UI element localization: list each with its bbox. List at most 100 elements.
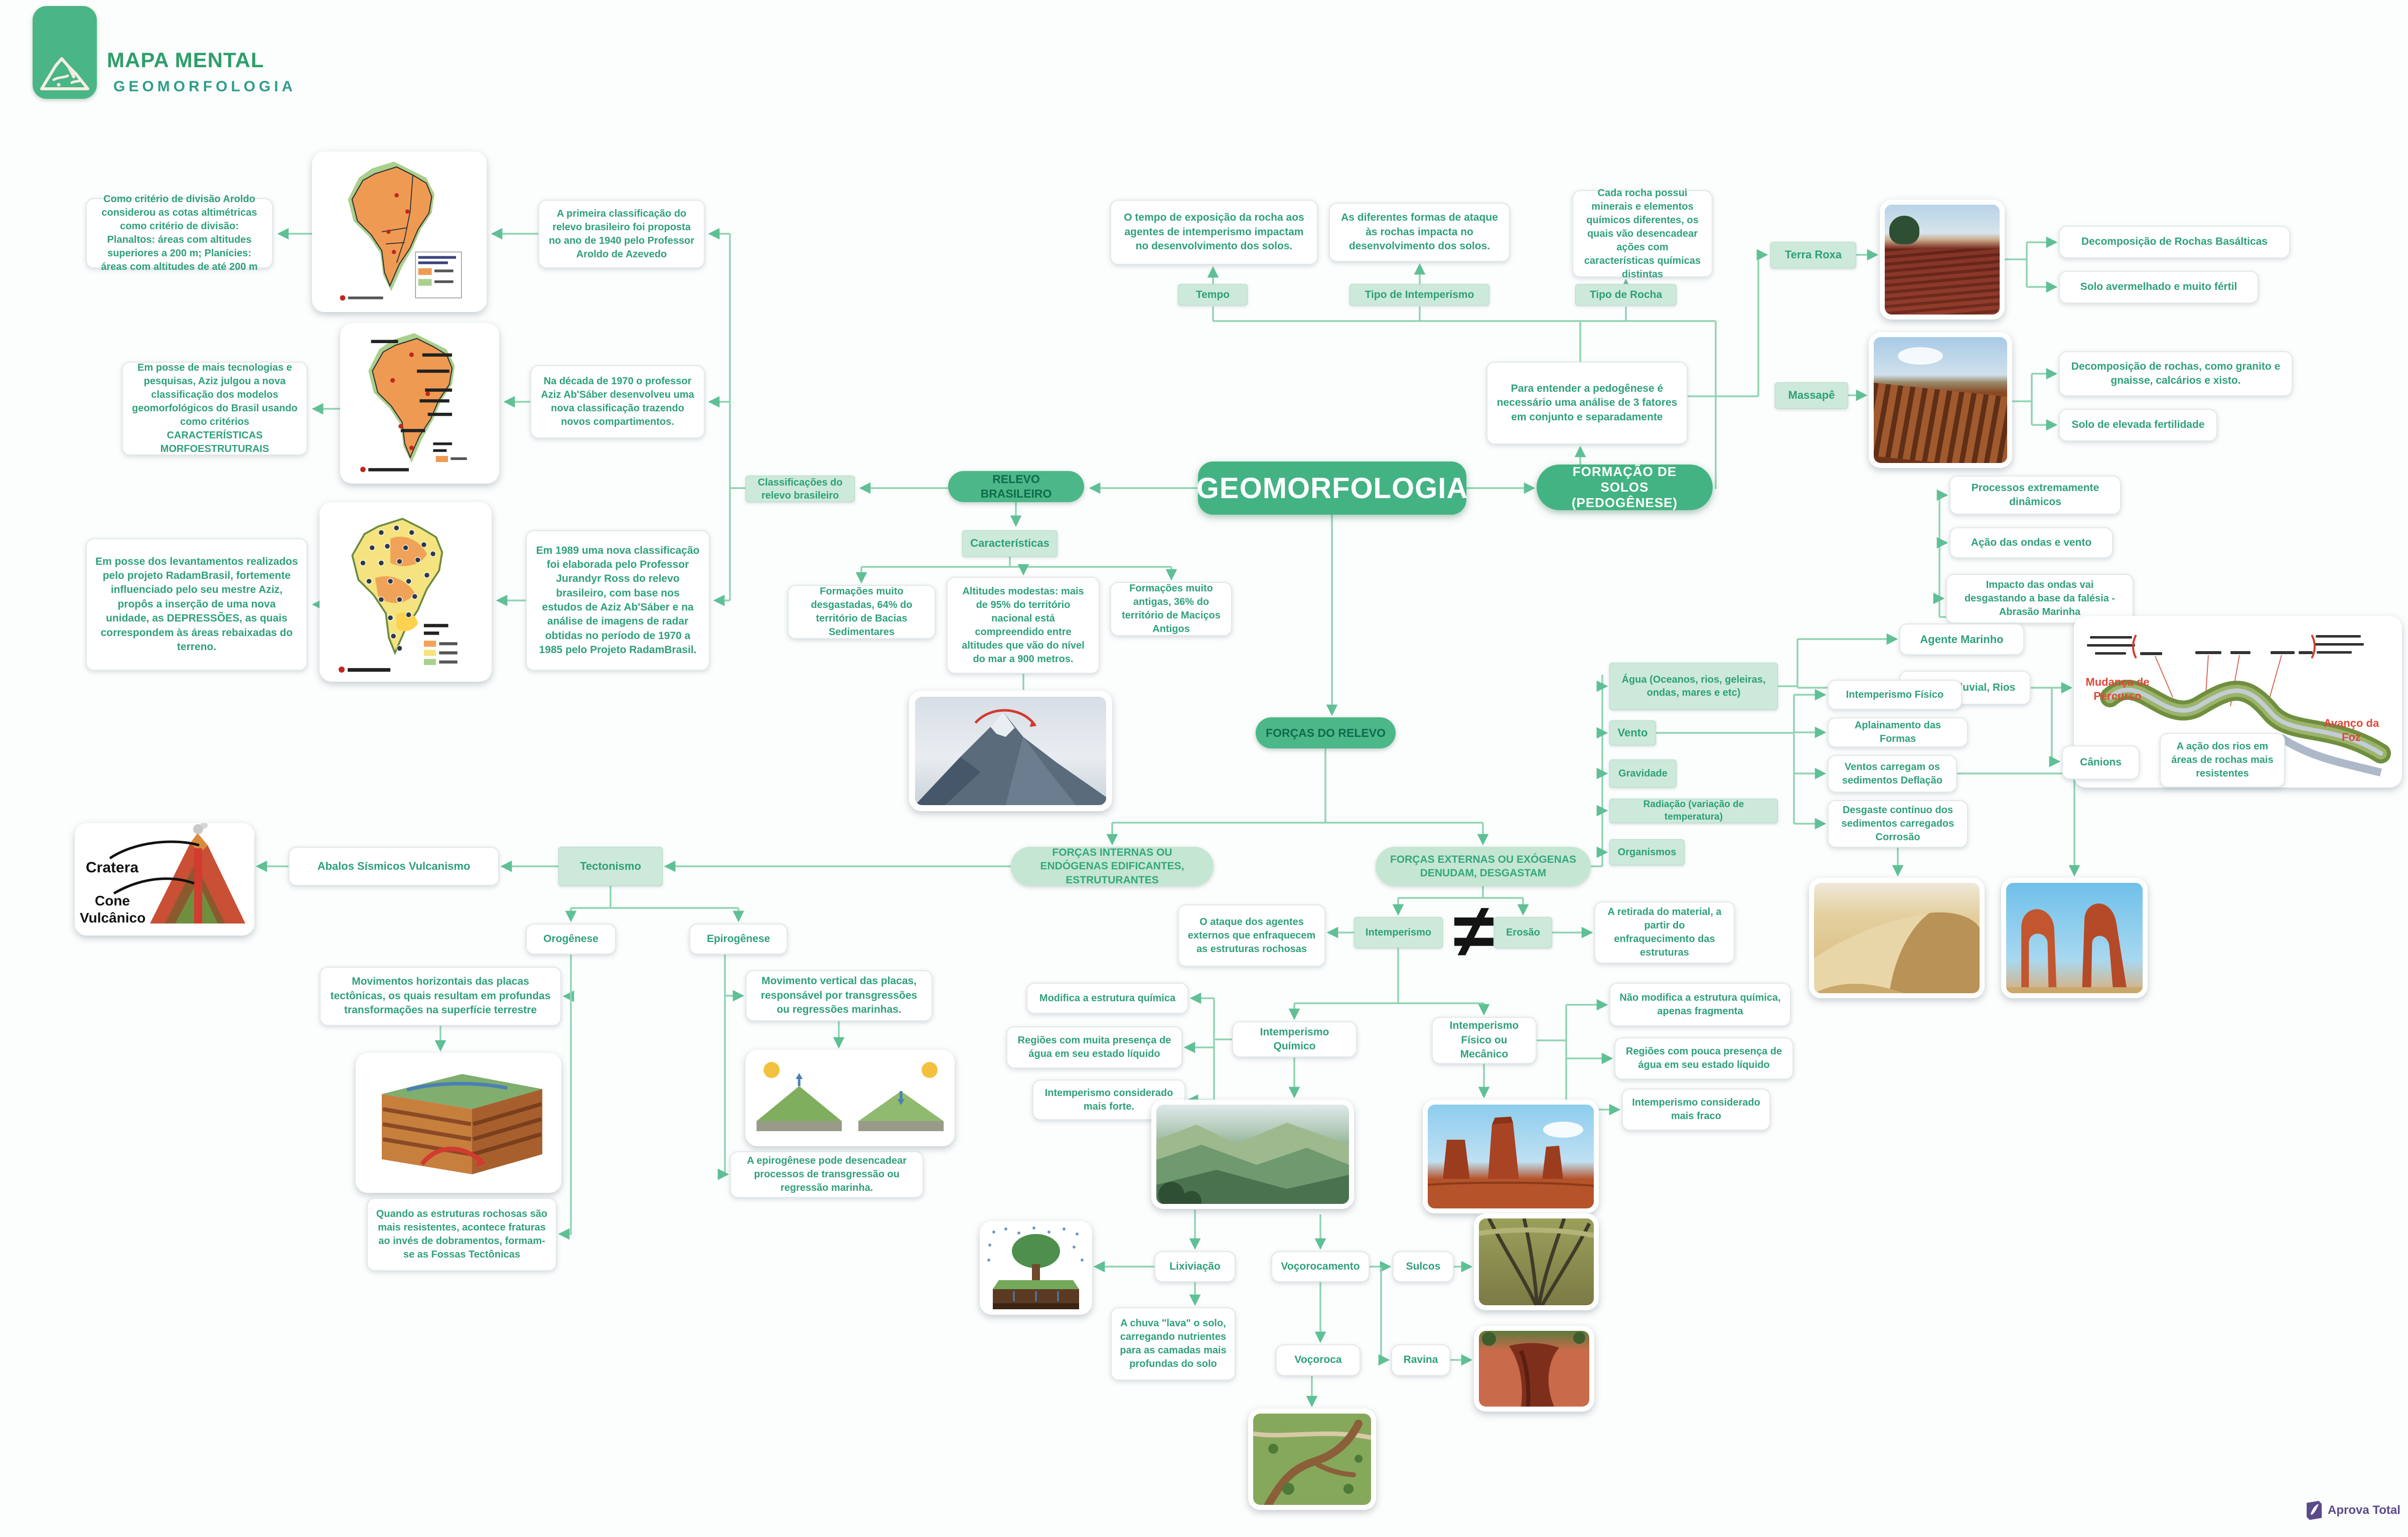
dune-photo-card: [1809, 878, 1985, 998]
monument-valley-photo-card: [1423, 1100, 1599, 1213]
node-epirogenese: Epirogênese: [689, 924, 788, 955]
terra-roxa-photo-card: [1880, 200, 2005, 320]
sulcos-photo-image: [1479, 1218, 1594, 1305]
note-criterio-aroldo: Como critério de divisão Aroldo consider…: [86, 194, 273, 272]
node-vocoroca: Voçoroca: [1276, 1344, 1361, 1376]
note-abalos-sismicos: Abalos Sísmicos Vulcanismo: [288, 847, 499, 886]
terra-roxa-photo-image: [1885, 205, 2000, 315]
epirogenesis-diagrams-card: [745, 1050, 955, 1146]
node-orogenese: Orogênese: [526, 924, 616, 955]
mountain-photo-card: [909, 691, 1112, 811]
arch-rock-photo-image: [2006, 883, 2143, 993]
note-bacias-sedimentares: Formações muito desgastadas, 64% do terr…: [788, 585, 936, 639]
node-canions: Cânions: [2062, 745, 2140, 780]
note-intemperismo-fisico-vento: Intemperismo Físico: [1828, 680, 1962, 710]
node-sulcos: Sulcos: [1393, 1251, 1454, 1282]
note-canions-desc: A ação dos rios em áreas de rochas mais …: [2160, 733, 2285, 788]
central-title: GEOMORFOLOGIA: [1196, 462, 1467, 515]
leaching-tree-card: [980, 1221, 1092, 1315]
note-muita-agua: Regiões com muita presença de água em se…: [1006, 1026, 1182, 1068]
node-ravina: Ravina: [1391, 1344, 1450, 1376]
note-fator-tipo-intemperismo: As diferentes formas de ataque às rochas…: [1329, 203, 1510, 262]
note-retirada-material: A retirada do material, a partir do enfr…: [1594, 901, 1735, 964]
note-acao-ondas-vento: Ação das ondas e vento: [1949, 527, 2113, 558]
node-intemperismo: Intemperismo: [1354, 917, 1443, 948]
note-decada-1970: Na década de 1970 o professor Aziz Ab'Sá…: [530, 365, 705, 438]
note-altitudes-modestas: Altitudes modestas: mais de 95% do terri…: [947, 577, 1100, 674]
volcano-diagram-card: Cratera Cone Vulcânico: [75, 823, 254, 936]
note-abrasao-marinha: Impacto das ondas vai desgastando a base…: [1946, 574, 2134, 624]
note-fossas-tectonicas: Quando as estruturas rochosas são mais r…: [367, 1198, 557, 1271]
node-tipo-rocha: Tipo de Rocha: [1575, 284, 1677, 305]
note-radambrasil-depressoes: Em posse dos levantamentos realizados pe…: [86, 538, 308, 671]
volcano-diagram-image: [109, 823, 245, 924]
meander-diagram-image: [2087, 635, 2391, 777]
mountain-photo-image: [915, 697, 1106, 805]
note-nao-modifica: Não modifica a estrutura química, apenas…: [1609, 983, 1791, 1026]
plate-tectonics-card: [356, 1053, 561, 1193]
green-valley-photo-image: [1156, 1105, 1349, 1204]
plate-tectonics-image: [382, 1074, 542, 1174]
ravina-photo-card: [1474, 1326, 1594, 1412]
node-agente-agua: Água (Oceanos, rios, geleiras, ondas, ma…: [1609, 663, 1778, 710]
meander-right-label: Avanço da Foz: [2323, 717, 2379, 743]
note-primeira-classificacao: A primeira classificação do relevo brasi…: [538, 200, 705, 268]
note-elevada-fertilidade: Solo de elevada fertilidade: [2059, 409, 2217, 441]
watermark-logo-icon: [2307, 1501, 2322, 1520]
meander-left-label: Mudança de Percurso: [2085, 676, 2150, 702]
node-agente-organismos: Organismos: [1609, 839, 1685, 865]
sulcos-photo-card: [1474, 1213, 1599, 1310]
brazil-map-ross-card: [320, 502, 492, 682]
brazil-map-ross-image: [338, 518, 458, 673]
brand-subtitle: GEOMORFOLOGIA: [113, 78, 296, 95]
note-pedogenese-3-fatores: Para entender a pedogênese é necessário …: [1486, 362, 1688, 444]
note-fator-tipo-rocha: Cada rocha possui minerais e elementos q…: [1572, 188, 1713, 280]
not-equal-symbol: ≠: [1453, 888, 1495, 973]
brand-title: MAPA MENTAL: [107, 48, 264, 72]
vocoroca-aerial-photo-image: [1253, 1414, 1371, 1505]
note-granito-gnaisse: Decomposição de rochas, como granito e g…: [2059, 351, 2293, 396]
node-forcas-externas: FORÇAS EXTERNAS OU EXÓGENAS DENUDAM, DES…: [1376, 847, 1591, 886]
massape-photo-card: [1869, 332, 2012, 468]
note-mais-fraco: Intemperismo considerado mais fraco: [1622, 1089, 1770, 1131]
massape-photo-image: [1874, 337, 2007, 463]
arch-rock-photo-card: [2001, 878, 2148, 998]
brazil-map-absaber-image: [360, 333, 467, 473]
watermark: Aprova Total: [2306, 1501, 2400, 1520]
brand-logo-badge: [33, 6, 97, 99]
node-terra-roxa: Terra Roxa: [1770, 242, 1856, 268]
volcano-label-cone: Cone Vulcânico: [80, 893, 146, 926]
ravina-photo-image: [1479, 1331, 1589, 1407]
node-massape: Massapê: [1775, 382, 1848, 409]
note-fator-tempo: O tempo de exposição da rocha aos agente…: [1110, 200, 1318, 265]
note-pouca-agua: Regiões com pouca presença de água em se…: [1614, 1037, 1793, 1080]
note-corrasao: Desgaste contínuo dos sedimentos carrega…: [1828, 800, 1968, 848]
monument-valley-photo-image: [1428, 1105, 1594, 1208]
node-tempo: Tempo: [1178, 284, 1248, 305]
node-agente-vento: Vento: [1609, 720, 1656, 745]
note-1989-ross: Em 1989 uma nova classificação foi elabo…: [526, 530, 710, 671]
node-forcas-do-relevo: FORÇAS DO RELEVO: [1256, 717, 1396, 748]
note-processos-dinamicos: Processos extremamente dinâmicos: [1949, 476, 2121, 515]
note-chuva-lava-solo: A chuva "lava" o solo, carregando nutrie…: [1111, 1307, 1236, 1380]
note-transgressao-marinha: A epirogênese pode desencadear processos…: [730, 1151, 924, 1198]
node-vocorocamento: Voçorocamento: [1271, 1251, 1370, 1282]
note-deflacao: Ventos carregam os sedimentos Deflação: [1828, 755, 1957, 793]
dune-photo-image: [1814, 883, 1980, 993]
node-lixiviacao: Lixiviação: [1154, 1251, 1236, 1282]
note-orogenese-desc: Movimentos horizontais das placas tectôn…: [320, 967, 561, 1026]
mountain-icon: [40, 57, 89, 90]
note-solo-avermelhado: Solo avermelhado e muito fértil: [2059, 271, 2259, 303]
green-valley-photo-card: [1151, 1100, 1354, 1209]
note-rochas-basalticas: Decomposição de Rochas Basálticas: [2059, 226, 2290, 258]
node-agente-radiacao: Radiação (variação de temperatura): [1609, 799, 1778, 823]
node-tipo-intemperismo: Tipo de Intemperismo: [1349, 284, 1489, 305]
node-classificacoes-relevo: Classificações do relevo brasileiro: [745, 476, 855, 502]
note-epirogenese-desc: Movimento vertical das placas, responsáv…: [745, 970, 933, 1021]
node-intemperismo-fisico: Intemperismo Físico ou Mecânico: [1432, 1017, 1537, 1064]
note-macicos-antigos: Formações muito antigas, 36% do territór…: [1110, 582, 1232, 636]
vocoroca-aerial-photo-card: [1248, 1409, 1376, 1510]
brazil-map-absaber-card: [340, 323, 499, 484]
note-modifica-quimica: Modifica a estrutura química: [1026, 983, 1188, 1014]
